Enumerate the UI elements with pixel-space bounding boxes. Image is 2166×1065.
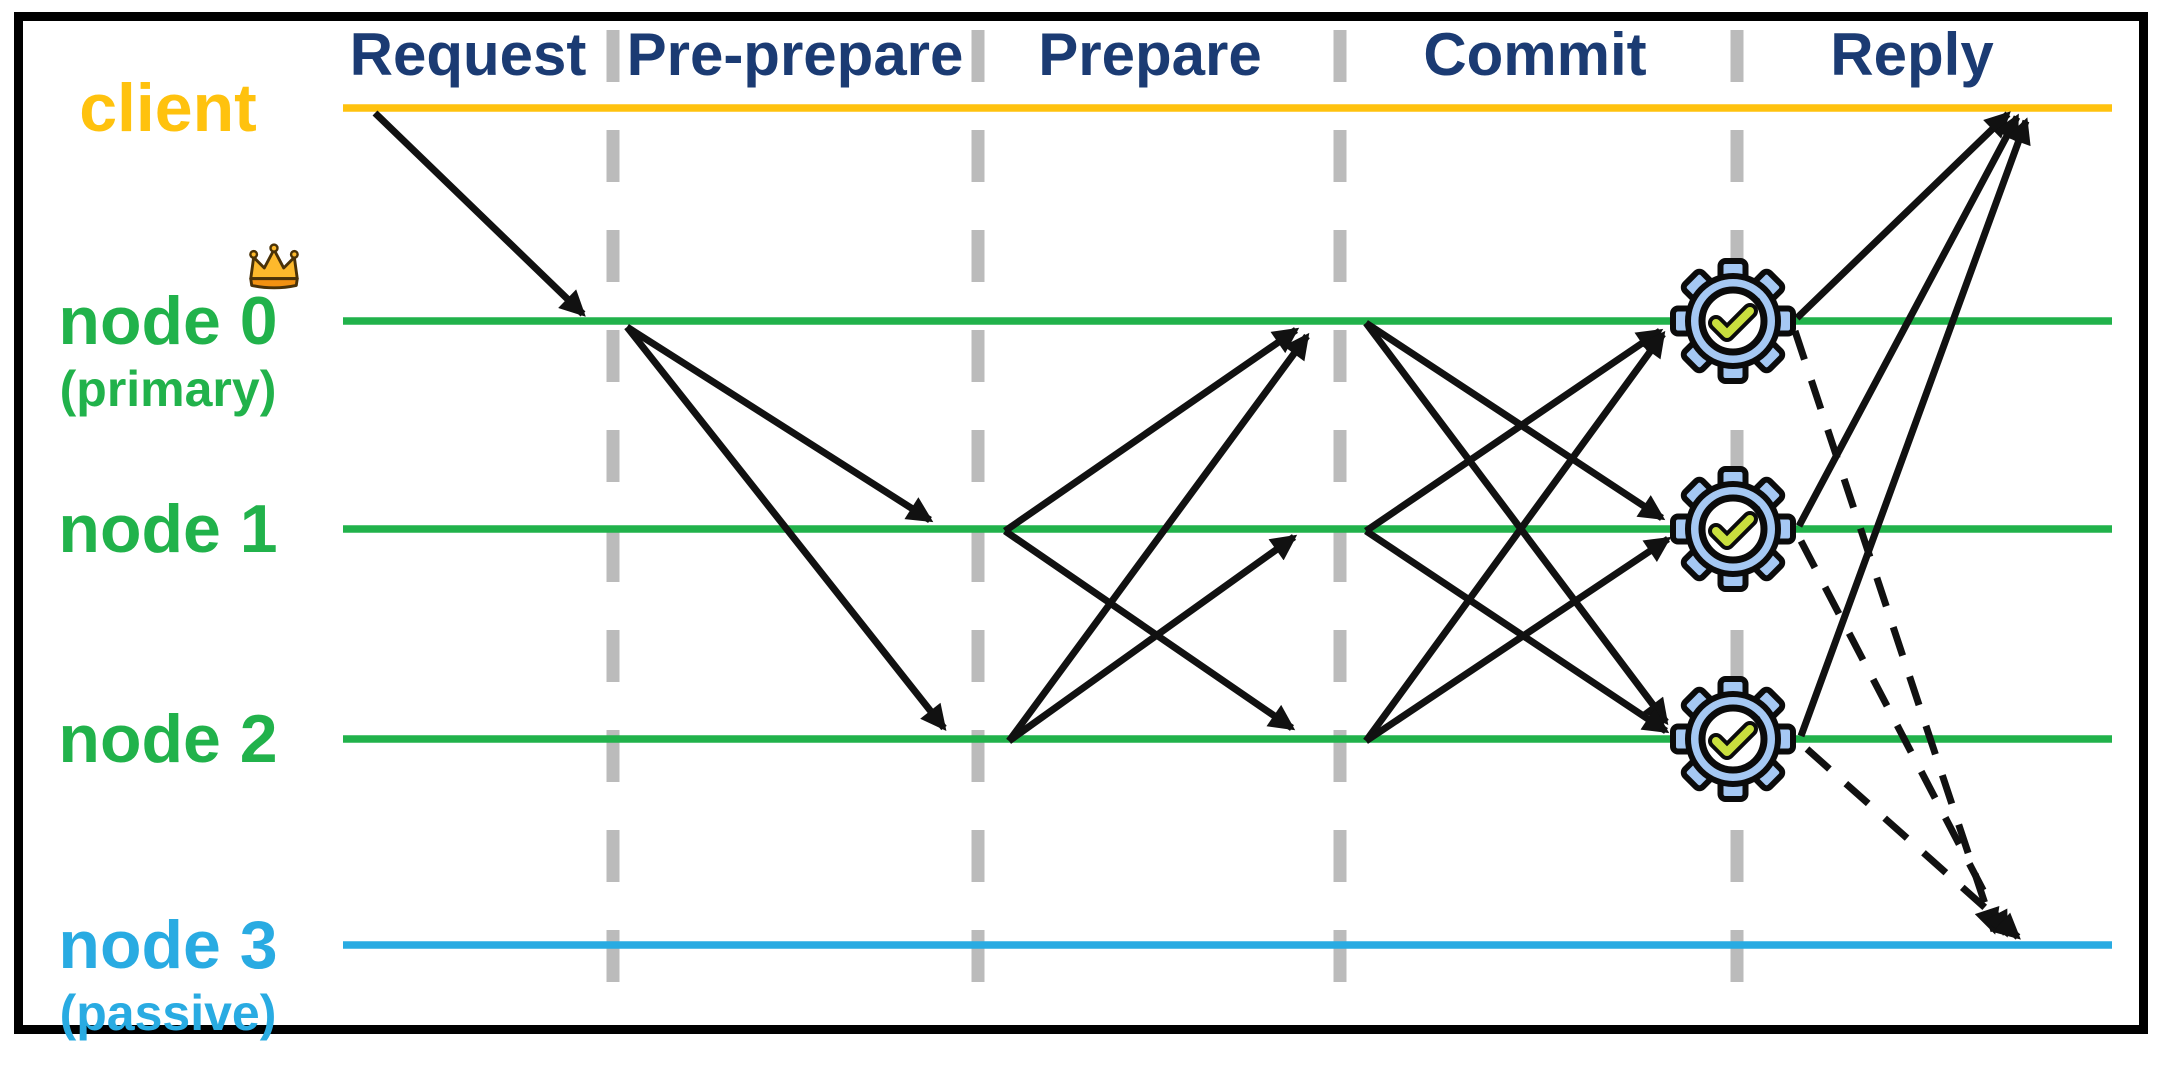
arrow-preprepare-node0-to-node2 [624,324,947,732]
arrow-commit-node2-to-node1 [1364,536,1672,744]
phase-label-commit: Commit [1423,21,1647,88]
phase-label-pre-prepare: Pre-prepare [626,21,964,88]
lane-sublabel-node0: (primary) [59,361,277,417]
lane-label-node0: node 0 [58,283,278,359]
arrow-prepare-node2-to-node0 [1006,332,1310,744]
phase-label-reply: Reply [1830,21,1994,88]
gear-check-icon [1670,466,1796,592]
arrow-commit-node0-to-node1 [1364,320,1666,521]
arrow-reply-node2-to-node3 [1804,746,2021,940]
arrow-prepare-node1-to-node2 [1003,528,1296,731]
gear-circle-dot [1753,505,1761,513]
lane-label-node2: node 2 [58,701,278,777]
phase-label-request: Request [349,21,587,88]
arrow-commit-node1-to-node2 [1364,528,1670,734]
lane-label-node3: node 3 [58,907,278,983]
lane-label-node1: node 1 [58,491,278,567]
arrow-request-client-to-node0 [372,110,586,317]
gear-circle-dot [1753,297,1761,305]
arrow-reply-node1-to-node3 [1797,539,2010,938]
arrow-reply-node0-to-client [1794,111,2011,321]
arrow-prepare-node2-to-node1 [1006,534,1298,744]
diagram-border [14,12,2148,1034]
gear-check-icon [1670,676,1796,802]
check-mark [1712,725,1754,756]
check-mark [1712,515,1754,546]
check-mark [1712,307,1754,338]
gear-circle-dot [1753,715,1761,723]
arrow-reply-node0-to-node3 [1791,329,2000,935]
arrow-prepare-node1-to-node0 [1003,327,1300,534]
phase-label-prepare: Prepare [1038,21,1262,88]
arrow-commit-node2-to-node0 [1363,330,1666,744]
arrow-reply-node2-to-client [1797,117,2031,738]
lane-label-client: client [79,70,257,146]
arrow-commit-node0-to-node2 [1363,320,1669,726]
arrow-commit-node1-to-node0 [1364,328,1664,534]
arrow-preprepare-node0-to-node1 [625,324,934,523]
lane-sublabel-node3: (passive) [59,985,277,1041]
crown-icon [249,243,299,290]
gear-check-icon [1670,258,1796,384]
